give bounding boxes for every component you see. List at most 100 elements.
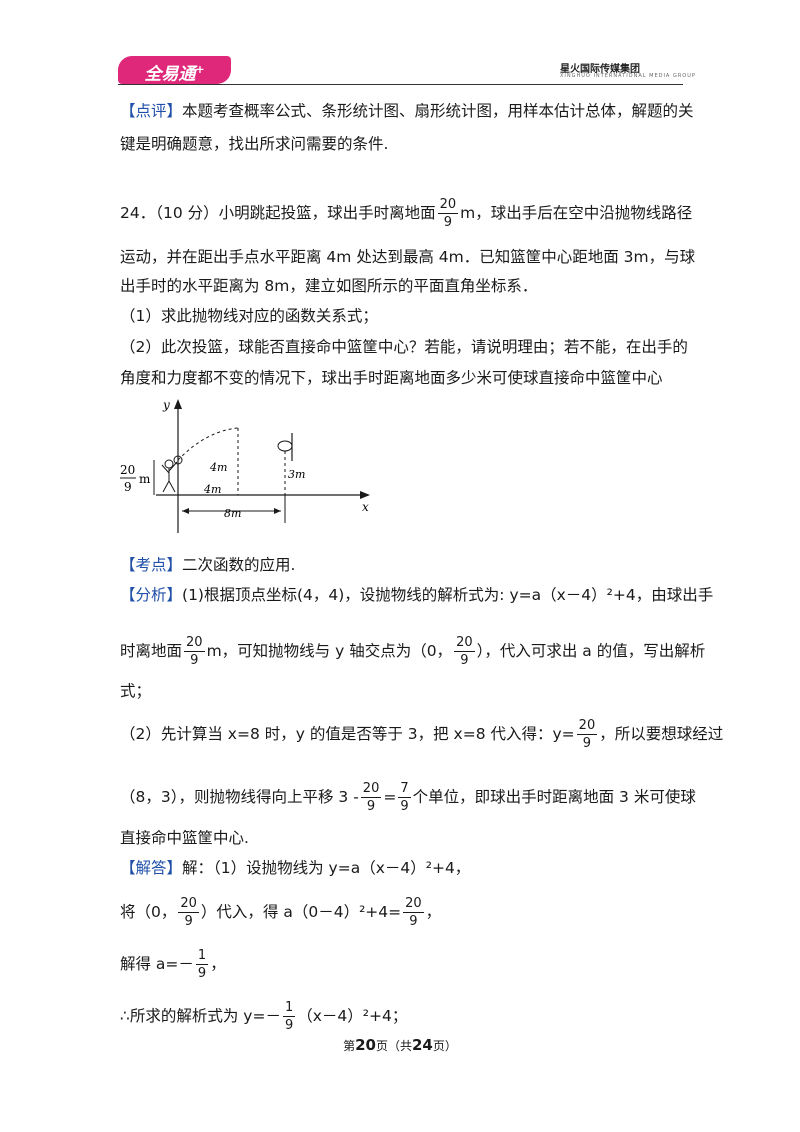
header-rule — [118, 84, 683, 85]
player-body-icon — [161, 461, 178, 493]
height-label-denominator: 9 — [124, 480, 132, 494]
fraction-denominator: 9 — [284, 1018, 294, 1033]
fenxi-text-2a: 时离地面 — [120, 642, 183, 660]
page-number: 20 — [355, 1036, 376, 1054]
fenxi-text-5b: 个单位，即球出手时距离地面 3 米可使球 — [412, 788, 696, 806]
kaodian-line: 【考点】二次函数的应用. — [120, 555, 295, 575]
jieda-text-2b: ）代入，得 a（0－4）²+4= — [200, 903, 402, 921]
dim-left-arrow — [182, 508, 189, 514]
fraction-numerator: 20 — [454, 635, 475, 652]
player-head-icon — [164, 459, 174, 469]
logo: 全易通+ — [118, 56, 231, 85]
fraction-denominator: 9 — [400, 799, 409, 814]
jieda-text-2c: ， — [425, 903, 442, 921]
parabola-path — [177, 427, 239, 461]
fenxi-text-2b: m，可知抛物线与 y 轴交点为（0， — [206, 642, 453, 660]
review-line-2: 键是明确题意，找出所求问需要的条件. — [120, 135, 389, 153]
x-axis-arrow — [360, 491, 370, 499]
fenxi-text-4a: （2）先计算当 x=8 时，y 的值是否等于 3，把 x=8 代入得：y= — [120, 725, 575, 743]
y-axis-label: y — [162, 398, 170, 412]
header-brand-sub: XINGHUO INTERNATIONAL MEDIA GROUP — [560, 73, 696, 79]
jieda-line-1: 【解答】解：（1）设抛物线为 y=a（x－4）²+4， — [120, 858, 470, 878]
fenxi-tag: 【分析】 — [120, 586, 183, 604]
jieda-text-3a: 解得 a=－ — [120, 955, 194, 973]
label-4m-distance: 4m — [203, 483, 221, 496]
fenxi-line-3: 式； — [120, 682, 152, 700]
problem-text-1a: 24．（10 分）小明跳起投篮，球出手时离地面 — [120, 204, 436, 222]
fraction-denominator: 9 — [366, 799, 376, 814]
fenxi-text-2c: ），代入可求出 a 的值，写出解析 — [476, 642, 706, 660]
question-2-line-2: 角度和力度都不变的情况下，球出手时距离地面多少米可使球直接命中篮筐中心 — [120, 369, 663, 387]
logo-text: 全易通 — [144, 64, 196, 85]
fraction-numerator: 20 — [576, 718, 598, 735]
review-line-1: 【点评】本题考查概率公式、条形统计图、扇形统计图，用样本估计总体，解题的关 — [120, 101, 694, 121]
fenxi-text-1: (1)根据顶点坐标(4，4)，设抛物线的解析式为: y=a（x－4）²+4，由球… — [182, 586, 714, 604]
dim-right-arrow — [274, 508, 281, 514]
fraction-numerator: 20 — [437, 197, 459, 214]
question-1: （1）求此抛物线对应的函数关系式； — [120, 307, 378, 325]
fraction-numerator: 20 — [360, 781, 382, 798]
fraction-denominator: 9 — [190, 653, 199, 668]
problem-line-3: 出手时的水平距离为 8m，建立如图所示的平面直角坐标系． — [120, 277, 538, 295]
fenxi-line-6: 直接命中篮筐中心. — [120, 829, 249, 847]
footer-prefix: 第 — [343, 1039, 356, 1053]
review-tag: 【点评】 — [120, 102, 183, 120]
height-label-numerator: 20 — [120, 463, 135, 477]
jieda-text-1: 解：（1）设抛物线为 y=a（x－4）²+4， — [182, 859, 471, 877]
y-axis-arrow — [174, 399, 182, 409]
jieda-text-4a: ∴所求的解析式为 y=－ — [120, 1007, 281, 1025]
label-4m-height: 4m — [209, 461, 227, 474]
footer-middle: 页（共 — [375, 1039, 412, 1053]
kaodian-tag: 【考点】 — [120, 556, 183, 574]
figure-svg: y x 4m 4m 3m 8m 20 9 m — [120, 398, 370, 533]
fraction-numerator: 20 — [403, 896, 424, 913]
jieda-text-4b: （x－4）²+4； — [297, 1007, 408, 1025]
jieda-tag: 【解答】 — [120, 859, 183, 877]
fraction-numerator: 20 — [184, 635, 205, 652]
hoop-icon — [277, 440, 293, 452]
fraction-denominator: 9 — [409, 914, 418, 929]
fraction-numerator: 1 — [282, 1000, 296, 1017]
jieda-text-2a: 将（0， — [120, 903, 177, 921]
fraction-denominator: 9 — [184, 914, 193, 929]
label-3m: 3m — [288, 468, 305, 481]
fenxi-text-4b: ，所以要想球经过 — [599, 725, 724, 743]
fenxi-text-5a: （8，3），则抛物线得向上平移 3 - — [120, 788, 359, 806]
fenxi-text-5eq: = — [383, 788, 397, 806]
problem-text-1b: m，球出手后在空中沿抛物线路径 — [460, 204, 693, 222]
x-axis-label: x — [362, 500, 369, 514]
ball-icon — [173, 455, 183, 465]
kaodian-text: 二次函数的应用. — [182, 556, 296, 574]
height-label-unit: m — [139, 472, 151, 486]
question-2-line-1: （2）此次投篮，球能否直接命中篮筐中心？若能，请说明理由；若不能，在出手的 — [120, 338, 688, 356]
fraction-numerator: 1 — [195, 948, 209, 965]
review-text-1: 本题考查概率公式、条形统计图、扇形统计图，用样本估计总体，解题的关 — [182, 102, 694, 120]
problem-line-2: 运动，并在距出手点水平距离 4m 处达到最高 4m．已知篮筐中心距地面 3m，与… — [120, 248, 696, 266]
jieda-text-3b: ， — [210, 955, 226, 973]
page-footer: 第20页（共24页） — [0, 1036, 800, 1054]
fraction-denominator: 9 — [443, 215, 453, 230]
logo-plus: + — [195, 63, 205, 76]
fraction-denominator: 9 — [197, 966, 207, 981]
fraction-denominator: 9 — [582, 736, 592, 751]
label-8m: 8m — [224, 507, 241, 520]
fenxi-line-1: 【分析】(1)根据顶点坐标(4，4)，设抛物线的解析式为: y=a（x－4）²+… — [120, 585, 713, 605]
fraction-denominator: 9 — [460, 653, 469, 668]
fraction-numerator: 7 — [398, 781, 411, 798]
header-brand: 星火国际传媒集团 — [560, 64, 640, 75]
